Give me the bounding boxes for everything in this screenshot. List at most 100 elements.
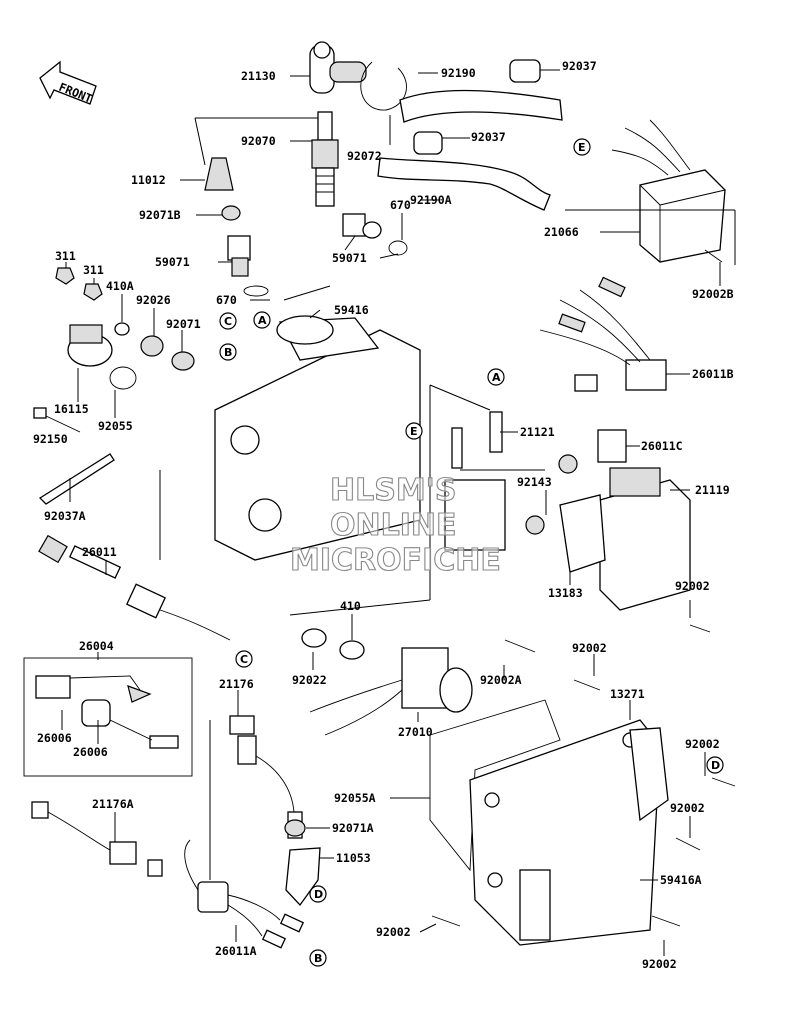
part-label[interactable]: 410 (340, 599, 361, 613)
part-label[interactable]: 92037 (471, 130, 506, 144)
part-label[interactable]: 27010 (398, 725, 433, 739)
part-label[interactable]: 92071A (332, 821, 374, 835)
harness-26011C (574, 374, 627, 463)
svg-text:C: C (224, 315, 232, 328)
part-label[interactable]: 92055A (334, 791, 376, 805)
part-label[interactable]: 92002B (692, 287, 734, 301)
ref-marker[interactable]: A (253, 311, 271, 329)
part-label[interactable]: 21066 (544, 225, 579, 239)
part-label[interactable]: 59071 (155, 255, 190, 269)
damper-92143-bot (525, 515, 545, 535)
ref-marker[interactable]: D (706, 756, 724, 774)
leader-lines (61, 69, 736, 956)
ref-marker[interactable]: C (219, 312, 237, 330)
o-ring-670-mid (243, 285, 269, 297)
damper-92143-top (558, 454, 578, 474)
part-label[interactable]: 92022 (292, 673, 327, 687)
svg-text:C: C (240, 653, 248, 666)
part-label[interactable]: 21176 (219, 677, 254, 691)
nut-311-b (83, 283, 103, 301)
nut-311-a (55, 267, 75, 285)
svg-text:E: E (578, 141, 586, 154)
part-label[interactable]: 92026 (136, 293, 171, 307)
part-label[interactable]: 13271 (610, 687, 645, 701)
part-label[interactable]: 26011A (215, 944, 257, 958)
cap-16115 (67, 324, 113, 367)
ref-marker[interactable]: A (487, 368, 505, 386)
part-label[interactable]: 11053 (336, 851, 371, 865)
part-label[interactable]: 311 (83, 263, 104, 277)
svg-text:A: A (258, 314, 267, 327)
ref-marker[interactable]: E (405, 422, 423, 440)
part-label[interactable]: 92037 (562, 59, 597, 73)
ref-marker[interactable]: B (219, 343, 237, 361)
part-label[interactable]: 92002 (685, 737, 720, 751)
ref-marker[interactable]: D (309, 885, 327, 903)
part-label[interactable]: 92002 (675, 579, 710, 593)
svg-text:D: D (711, 759, 720, 772)
svg-text:B: B (224, 346, 232, 359)
part-label[interactable]: 26011 (82, 545, 117, 559)
spark-plug-92070 (311, 111, 339, 207)
part-label[interactable]: 92055 (98, 419, 133, 433)
plug-cap-21130 (309, 41, 367, 94)
part-label[interactable]: 92002 (572, 641, 607, 655)
sensor-21176A (31, 801, 163, 877)
watermark: HLSM'S ONLINE MICROFICHE (289, 472, 501, 578)
part-label[interactable]: 311 (55, 249, 76, 263)
part-labels: 21130 92190 92037 92070 92072 92037 1101… (33, 59, 734, 971)
part-label[interactable]: 92070 (241, 134, 276, 148)
part-label[interactable]: 670 (390, 198, 411, 212)
part-label[interactable]: 92072 (347, 149, 382, 163)
svg-text:E: E (410, 425, 418, 438)
bolt-92002-set (431, 249, 736, 927)
part-label[interactable]: 92190 (441, 66, 476, 80)
grommet-92071 (171, 351, 195, 371)
part-label[interactable]: 59416 (334, 303, 369, 317)
part-label[interactable]: 26006 (73, 745, 108, 759)
part-label[interactable]: 21121 (520, 425, 555, 439)
grommet-92071A (284, 819, 306, 837)
part-label[interactable]: 92037A (44, 509, 86, 523)
harness-26004 (35, 675, 179, 749)
part-label[interactable]: 92002 (642, 957, 677, 971)
part-label[interactable]: 92002 (376, 925, 411, 939)
part-label[interactable]: 59416A (660, 873, 702, 887)
grommet-92071B (221, 205, 241, 221)
part-label[interactable]: 21176A (92, 797, 134, 811)
part-label[interactable]: 92143 (517, 475, 552, 489)
part-label[interactable]: 92071 (166, 317, 201, 331)
part-label[interactable]: 26011C (641, 439, 683, 453)
ref-marker[interactable]: B (309, 949, 327, 967)
part-label[interactable]: 16115 (54, 402, 89, 416)
part-label[interactable]: 59071 (332, 251, 367, 265)
svg-text:D: D (314, 888, 323, 901)
part-label[interactable]: 13183 (548, 586, 583, 600)
part-label[interactable]: 92190A (410, 193, 452, 207)
part-label[interactable]: 26006 (37, 731, 72, 745)
part-label[interactable]: 26011B (692, 367, 734, 381)
starter-relay-27010 (309, 647, 473, 736)
part-label[interactable]: 26004 (79, 639, 114, 653)
gasket-92055A (429, 699, 561, 872)
part-label[interactable]: 21130 (241, 69, 276, 83)
part-shapes (23, 41, 736, 949)
fitting-59071-mid (342, 213, 382, 239)
front-arrow: FRONT (39, 60, 97, 106)
electric-case-59416 (214, 315, 421, 561)
part-label[interactable]: 92150 (33, 432, 68, 446)
clamp-92037-top (509, 59, 541, 83)
part-label[interactable]: 670 (216, 293, 237, 307)
part-label[interactable]: 11012 (131, 173, 166, 187)
washer-92022 (301, 628, 327, 648)
ref-marker[interactable]: E (573, 138, 591, 156)
part-label[interactable]: 92002A (480, 673, 522, 687)
part-label[interactable]: 410A (106, 279, 134, 293)
part-label[interactable]: 21119 (695, 483, 730, 497)
ref-marker[interactable]: C (235, 650, 253, 668)
part-label[interactable]: 92002 (670, 801, 705, 815)
washer-410A (114, 322, 130, 336)
clamp-92072 (360, 61, 407, 111)
part-label[interactable]: 92071B (139, 208, 181, 222)
